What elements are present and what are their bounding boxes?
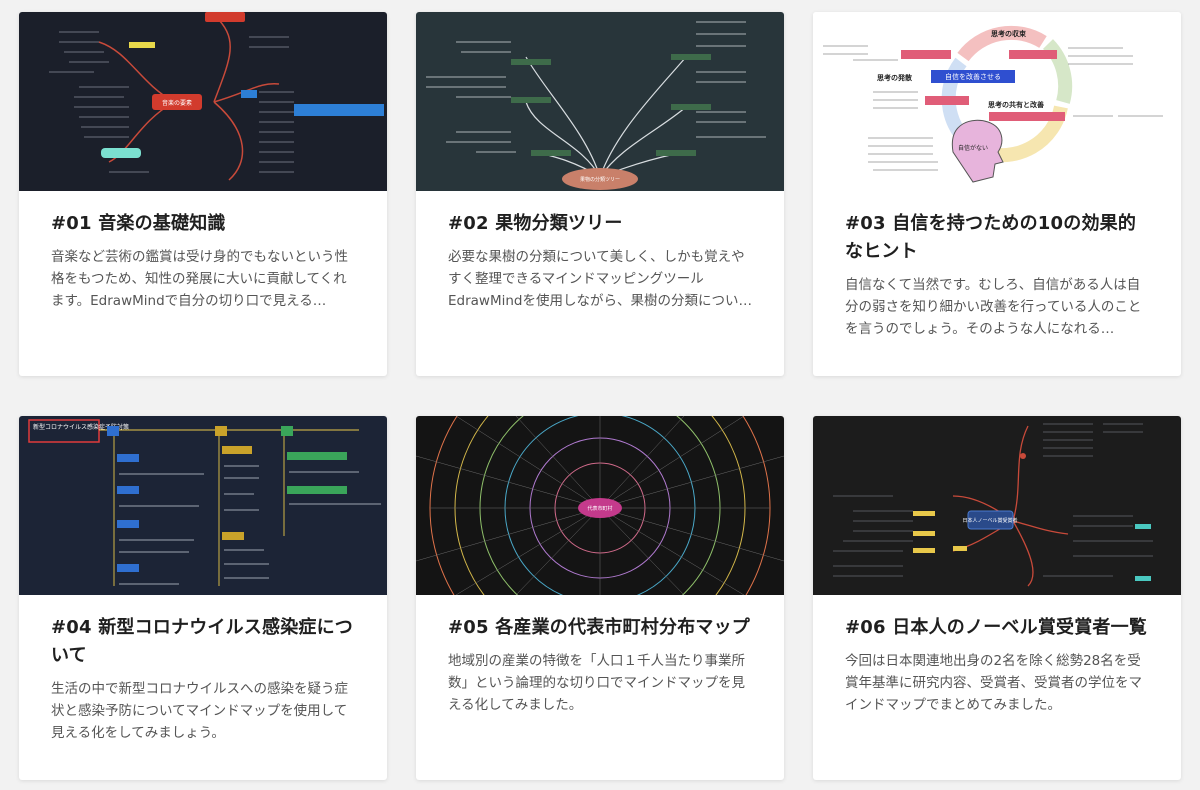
mindmap-center-label: 果物の分類ツリー <box>580 176 620 183</box>
mindmap-fruit-image: 果物の分類ツリー <box>416 12 784 191</box>
card-description: 必要な果樹の分類について美しく、しかも覚えやすく整理できるマインドマッピングツー… <box>448 249 752 309</box>
mindmap-music-image: 音楽の要素 <box>19 12 387 191</box>
card-description: 地域別の産業の特徴を「人口１千人当たり事業所数」という論理的な切り口でマインドマ… <box>448 653 745 713</box>
thumbnail-06[interactable]: 日本人ノーベル賞受賞者 <box>813 416 1181 595</box>
card-description: 自信なくて当然です。むしろ、自信がある人は自分の弱さを知り細かい改善を行っている… <box>845 277 1142 337</box>
card-03[interactable]: 思考の収束 自信を改善させる 思考の発散 思考の共有と改善 <box>813 12 1181 376</box>
mindmap-root-label: 新型コロナウイルス感染症予防対策 <box>33 423 129 431</box>
mindmap-center-label: 代表市町村 <box>587 505 612 512</box>
card-title: #01 音楽の基礎知識 <box>51 213 226 234</box>
card-04[interactable]: 新型コロナウイルス感染症予防対策 <box>19 416 387 780</box>
mindmap-node-label: 思考の収束 <box>991 29 1027 38</box>
mindmap-center-label: 日本人ノーベル賞受賞者 <box>962 517 1017 524</box>
card-05[interactable]: 代表市町村 #05 各産業の代表市町村分布マップ 地域別の産業の特徴を「人口１千… <box>416 416 784 780</box>
card-title: #05 各産業の代表市町村分布マップ <box>448 617 750 638</box>
mindmap-corona-image: 新型コロナウイルス感染症予防対策 <box>19 416 387 595</box>
card-01[interactable]: 音楽の要素 #01 音楽の基礎知識 音楽など芸術の鑑賞は受け身的でもないという性… <box>19 12 387 376</box>
card-title: #06 日本人のノーベル賞受賞者一覧 <box>845 617 1147 638</box>
thumbnail-02[interactable]: 果物の分類ツリー <box>416 12 784 191</box>
mindmap-industry-image: 代表市町村 <box>416 416 784 595</box>
card-description: 今回は日本関連地出身の2名を除く総勢28名を受賞年基準に研究内容、受賞者、受賞者… <box>845 653 1142 713</box>
thumbnail-01[interactable]: 音楽の要素 <box>19 12 387 191</box>
mindmap-center-label: 音楽の要素 <box>162 99 192 107</box>
card-title: #02 果物分類ツリー <box>448 213 623 234</box>
card-description: 生活の中で新型コロナウイルスへの感染を疑う症状と感染予防についてマインドマップを… <box>51 681 348 741</box>
card-grid: 音楽の要素 #01 音楽の基礎知識 音楽など芸術の鑑賞は受け身的でもないという性… <box>19 12 1181 780</box>
mindmap-node-label: 自信がない <box>958 144 988 152</box>
thumbnail-03[interactable]: 思考の収束 自信を改善させる 思考の発散 思考の共有と改善 <box>813 12 1181 191</box>
thumbnail-04[interactable]: 新型コロナウイルス感染症予防対策 <box>19 416 387 595</box>
thumbnail-05[interactable]: 代表市町村 <box>416 416 784 595</box>
card-02[interactable]: 果物の分類ツリー #02 果物分類ツリー 必要な果樹の分類について美しく、しかも… <box>416 12 784 376</box>
card-06[interactable]: 日本人ノーベル賞受賞者 #06 日本人のノーベル賞受賞者一覧 今回は日本関連地出… <box>813 416 1181 780</box>
mindmap-node-label: 思考の発散 <box>877 73 912 82</box>
mindmap-confidence-image: 思考の収束 自信を改善させる 思考の発散 思考の共有と改善 <box>813 12 1181 191</box>
card-title: #04 新型コロナウイルス感染症について <box>51 617 353 666</box>
mindmap-nobel-image: 日本人ノーベル賞受賞者 <box>813 416 1181 595</box>
mindmap-node-label: 自信を改善させる <box>945 72 1001 81</box>
mindmap-node-label: 思考の共有と改善 <box>988 100 1044 109</box>
card-title: #03 自信を持つための10の効果的なヒント <box>845 213 1137 262</box>
card-description: 音楽など芸術の鑑賞は受け身的でもないという性格をもつため、知性の発展に大いに貢献… <box>51 249 348 309</box>
